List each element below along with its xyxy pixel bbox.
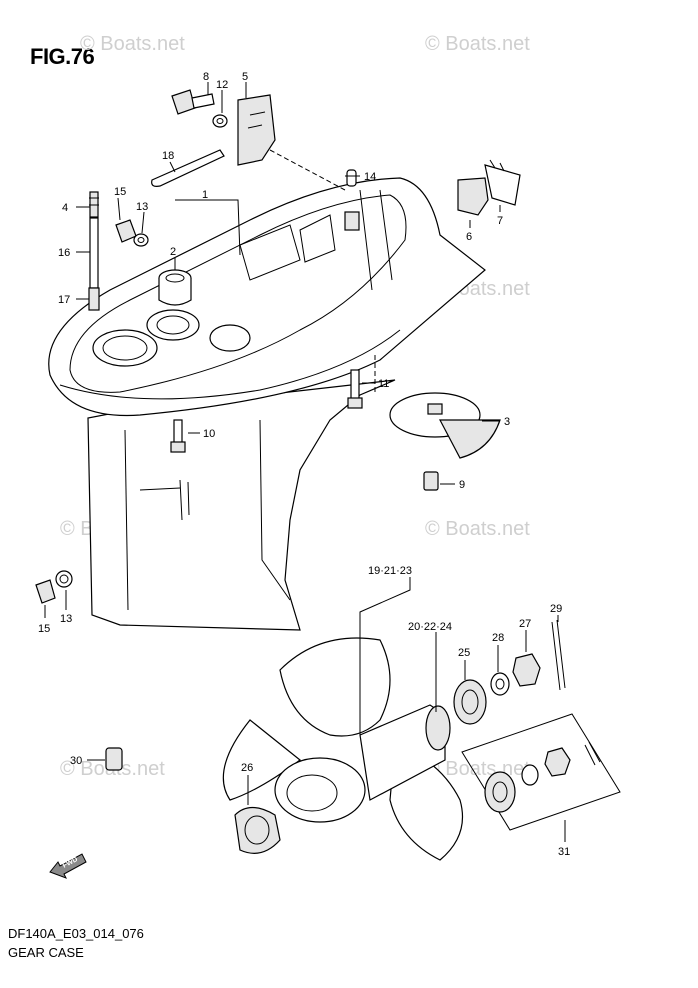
- section-title: GEAR CASE: [8, 945, 84, 960]
- leader-lines: [44, 82, 566, 842]
- callout-15: 15: [114, 186, 126, 198]
- part-27-nut: [512, 653, 541, 687]
- callout-1: 1: [202, 189, 208, 201]
- part-15-plug: [35, 579, 56, 604]
- callout-29: 29: [550, 603, 562, 615]
- callout-28: 28: [492, 632, 504, 644]
- callout-13: 13: [136, 201, 148, 213]
- part-25-thrust-washer: [453, 679, 487, 725]
- callout-31: 31: [558, 846, 570, 858]
- part-13-gasket: [55, 570, 73, 588]
- part-10-bolt: [170, 419, 186, 453]
- watermark: © Boats.net: [425, 33, 530, 55]
- callout-30: 30: [70, 755, 82, 767]
- part-30-plug: [105, 747, 123, 771]
- watermark: © Boats.net: [425, 518, 530, 540]
- part-8-bolt: [171, 89, 215, 115]
- callout-25: 25: [458, 647, 470, 659]
- part-28-washer: [490, 672, 510, 696]
- callout-12: 12: [216, 79, 228, 91]
- part-15-plug: [115, 219, 137, 243]
- callout-14: 14: [364, 171, 376, 183]
- callout-5: 5: [242, 71, 248, 83]
- fwd-arrow-icon: FWD: [49, 853, 87, 879]
- callout-10: 10: [203, 428, 215, 440]
- part-2-bushing: [158, 269, 192, 306]
- part-4-nipple: [89, 191, 99, 218]
- part-16-pipe: [89, 217, 99, 289]
- callout-15: 15: [38, 623, 50, 635]
- part-17-fitting: [88, 287, 100, 311]
- callout-20-22-24: 20·22·24: [408, 621, 452, 633]
- watermark: © Boats.net: [80, 33, 185, 55]
- diagram-code: DF140A_E03_014_076: [8, 926, 144, 941]
- callout-18: 18: [162, 150, 174, 162]
- part-13-gasket: [133, 233, 149, 247]
- callout-27: 27: [519, 618, 531, 630]
- part-3-trim-tab: [389, 392, 501, 459]
- callout-4: 4: [62, 202, 68, 214]
- part-14-dowel-pin: [346, 169, 357, 187]
- callout-3: 3: [504, 416, 510, 428]
- part-5-water-guard: [237, 94, 276, 166]
- part-31-nut-kit: [461, 713, 621, 831]
- gear-case-housing: [48, 177, 486, 631]
- callout-7: 7: [497, 215, 503, 227]
- propeller: [222, 637, 464, 861]
- callout-13: 13: [60, 613, 72, 625]
- part-26-spacer: [234, 806, 281, 854]
- part-9-bolt: [423, 471, 439, 491]
- callout-26: 26: [241, 762, 253, 774]
- part-7-plate: [484, 159, 521, 206]
- callout-labels: 8 12 5 18 4 15 13 1 2 16 17 14 6 7 11 3 …: [38, 71, 570, 858]
- part-6-cover: [457, 177, 489, 216]
- callout-2: 2: [170, 246, 176, 258]
- callout-19-21-23: 19·21·23: [368, 565, 412, 577]
- callout-11: 11: [378, 378, 389, 390]
- callout-6: 6: [466, 231, 472, 243]
- figure-title: FIG.76: [30, 44, 95, 69]
- callout-8: 8: [203, 71, 209, 83]
- callout-16: 16: [58, 247, 70, 259]
- part-11-bolt: [347, 369, 363, 409]
- part-29-cotter-pin: [551, 619, 566, 691]
- part-18-clamp: [151, 149, 225, 187]
- part-12-washer: [212, 114, 228, 128]
- watermarks: © Boats.net © Boats.net © Boats.net © Bo…: [60, 33, 530, 780]
- callout-17: 17: [58, 294, 70, 306]
- callout-9: 9: [459, 479, 465, 491]
